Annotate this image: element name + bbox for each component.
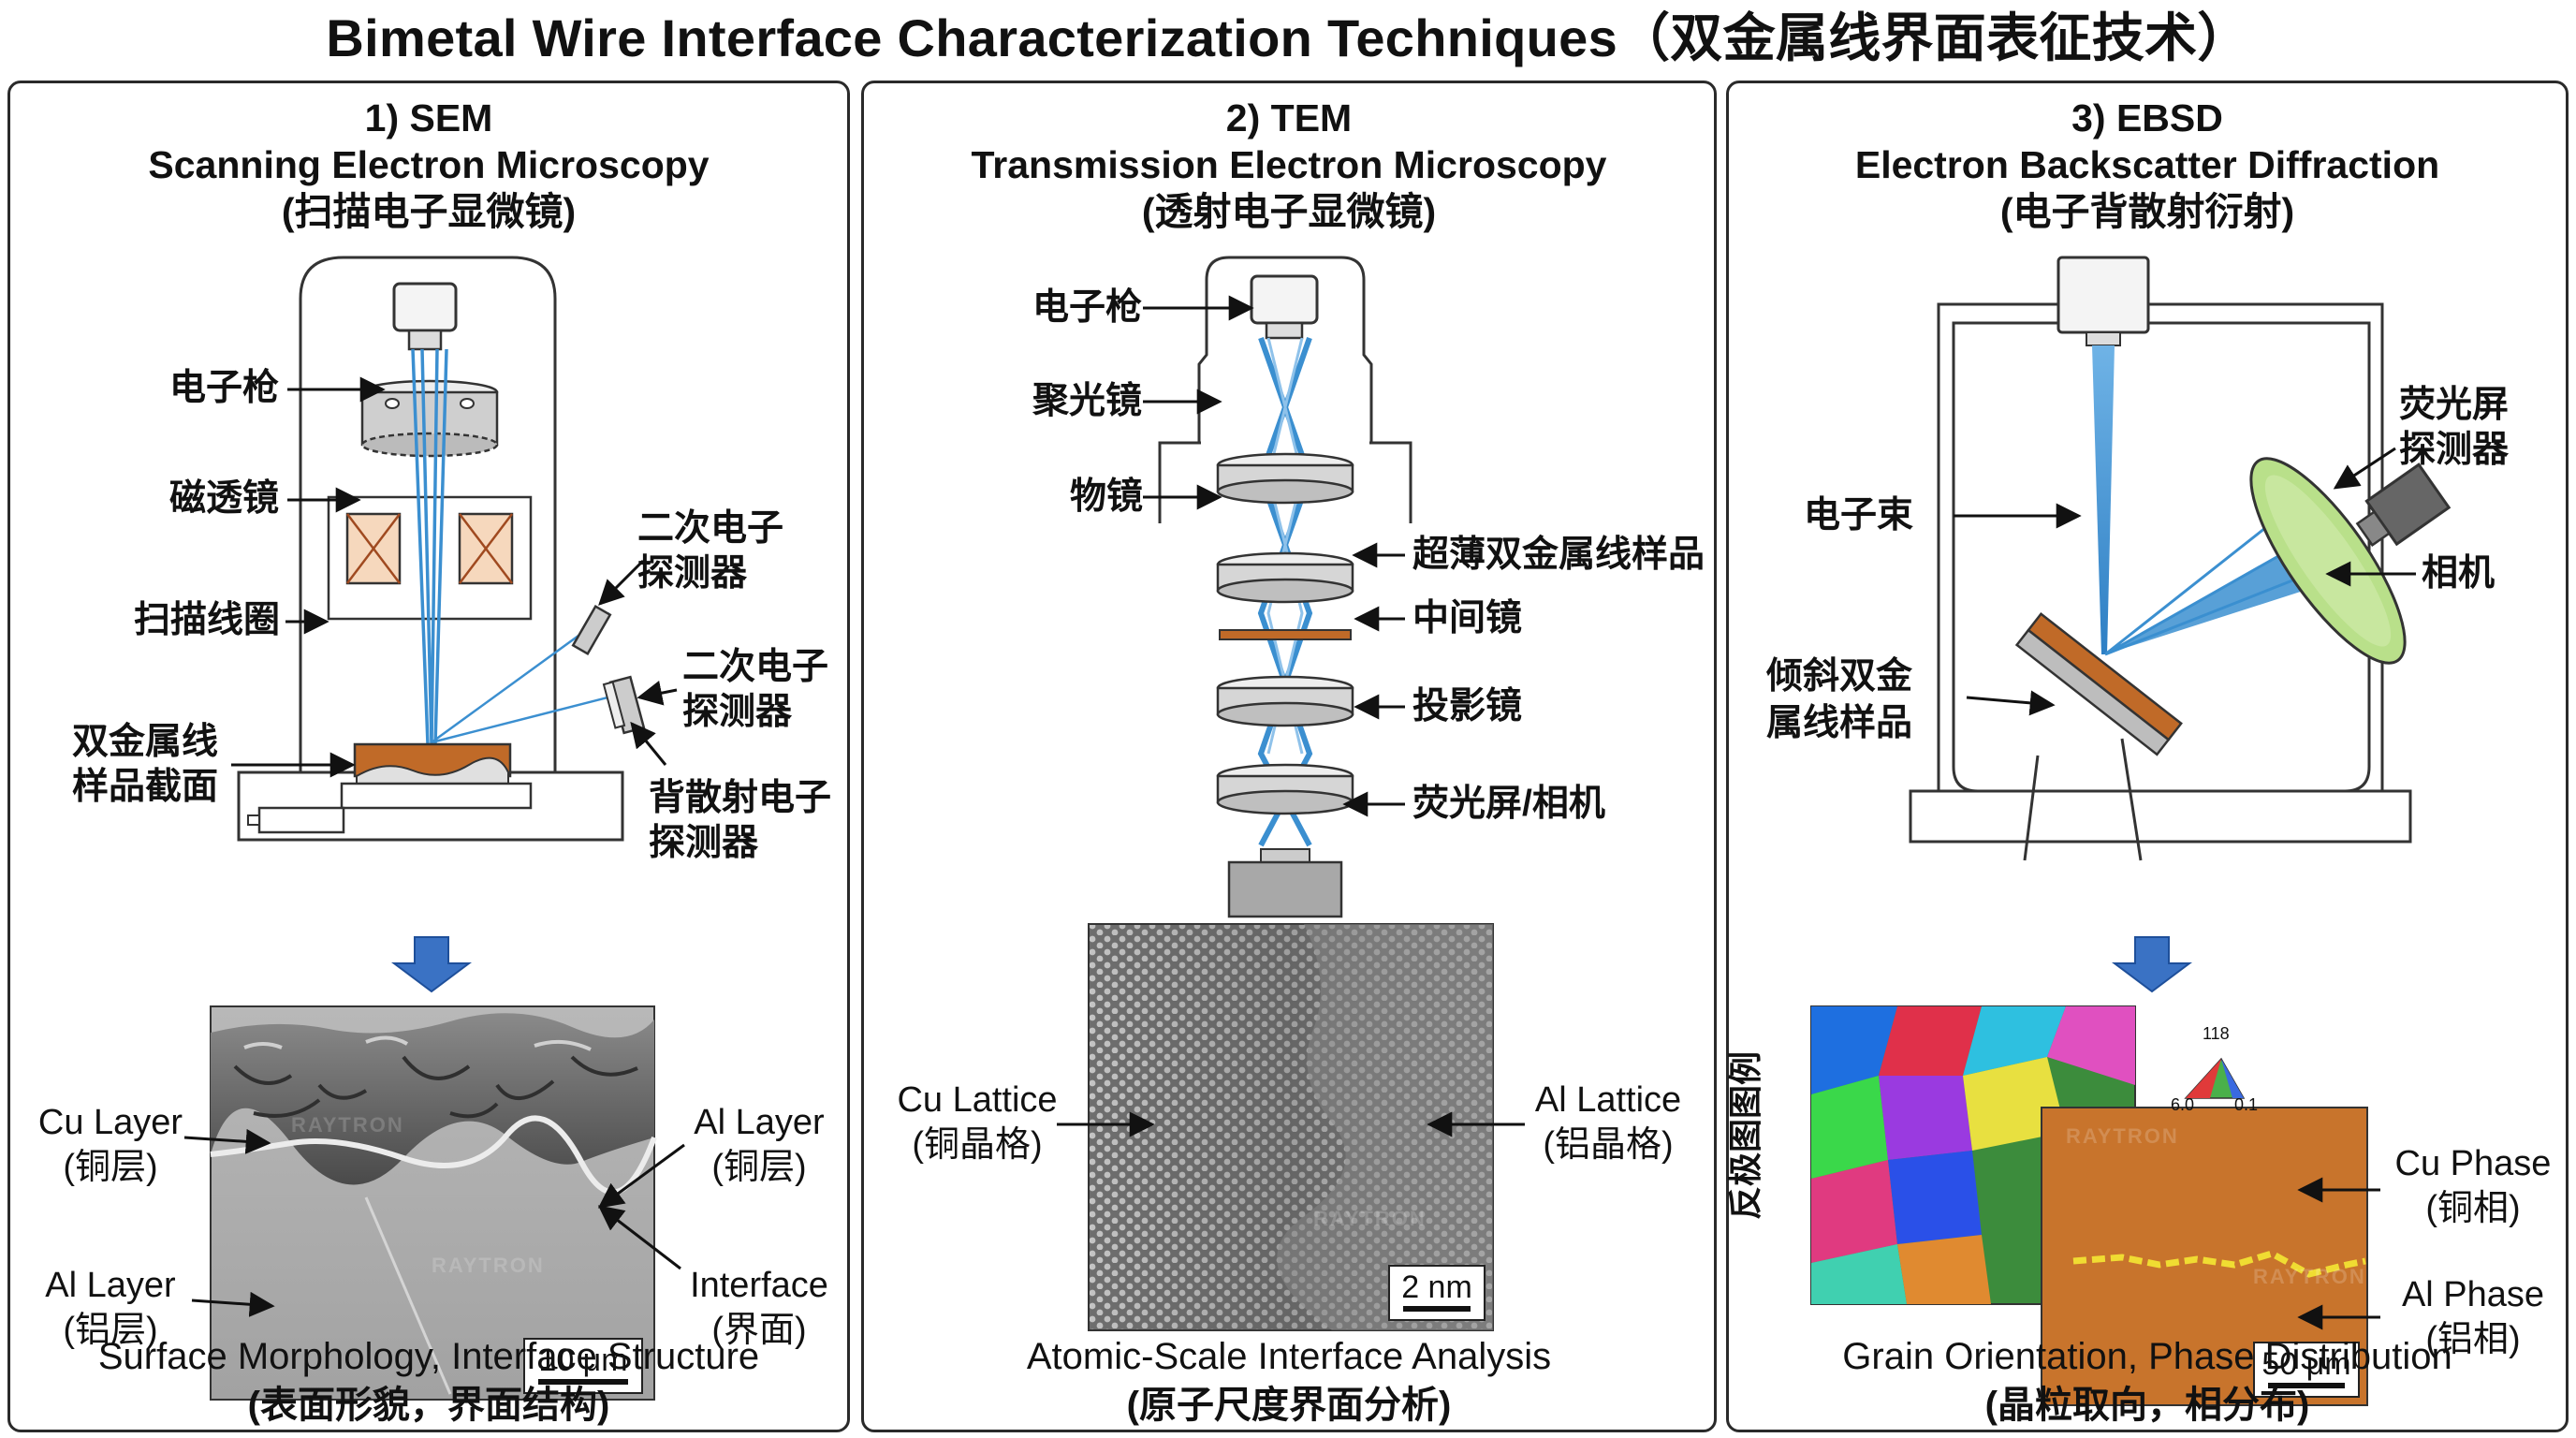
- sem-schematic: [183, 256, 685, 1401]
- legend-top-value: 118: [2203, 1024, 2230, 1043]
- label-screen-camera: 荧光屏/相机: [1412, 784, 1605, 824]
- label-screen-1: 荧光屏: [2399, 385, 2510, 425]
- sem-scale-bar: 10 μm: [523, 1338, 643, 1394]
- label-magnetic-lens: 磁透镜: [169, 478, 280, 519]
- sem-al-layer-top-cn: (铜层): [711, 1148, 807, 1187]
- label-bse-detector-1: 背散射电子: [649, 778, 832, 818]
- label-projector-lens: 投影镜: [1412, 686, 1523, 726]
- label-tilted-sample-2: 属线样品: [1766, 703, 1913, 743]
- sem-al-layer: Al Layer: [45, 1266, 176, 1305]
- tem-al-lattice-cn: (铝晶格): [1543, 1125, 1674, 1165]
- ebsd-name: Electron Backscatter Diffraction: [1854, 143, 2440, 186]
- sem-name-cn: (扫描电子显微镜): [281, 190, 577, 233]
- sem-caption: Surface Morphology, Interface Structure: [97, 1336, 760, 1377]
- label-screen-2: 探测器: [2399, 430, 2510, 470]
- watermark: RAYTRON: [2253, 1265, 2366, 1288]
- sem-number: 1) SEM: [364, 96, 493, 139]
- legend-right-value: 0.1: [2234, 1095, 2259, 1114]
- label-objective-lens: 物镜: [1070, 477, 1144, 517]
- ebsd-panel: 3) EBSD Electron Backscatter Diffraction…: [1726, 81, 2569, 1432]
- label-thin-sample: 超薄双金属线样品: [1412, 535, 1705, 575]
- ebsd-schematic: [1810, 256, 2452, 1406]
- watermark: RAYTRON: [1313, 1207, 1427, 1230]
- label-intermediate-lens: 中间镜: [1412, 598, 1523, 638]
- tem-caption-cn: (原子尺度界面分析): [1126, 1385, 1452, 1426]
- tem-caption: Atomic-Scale Interface Analysis: [1026, 1336, 1552, 1377]
- tem-name: Transmission Electron Microscopy: [971, 143, 1607, 186]
- label-electron-gun: 电子枪: [169, 368, 280, 408]
- label-sample-1: 双金属线: [72, 722, 219, 762]
- label-camera: 相机: [2422, 553, 2496, 594]
- sem-interface: Interface: [690, 1266, 828, 1305]
- ebsd-caption-cn: (晶粒取向，相分布): [1984, 1385, 2310, 1426]
- ebsd-cu-phase: Cu Phase: [2394, 1144, 2552, 1183]
- ebsd-scale-bar: 50 μm: [2253, 1342, 2360, 1398]
- main-title: Bimetal Wire Interface Characterization …: [326, 8, 2250, 67]
- ebsd-al-phase: Al Phase: [2401, 1275, 2545, 1314]
- tem-panel: 2) TEM Transmission Electron Microscopy …: [861, 81, 1717, 1432]
- sem-panel: 1) SEM Scanning Electron Microscopy (扫描电…: [7, 81, 850, 1432]
- sem-cu-layer: Cu Layer: [37, 1103, 183, 1142]
- sem-interface-cn: (界面): [711, 1311, 807, 1350]
- label-se-detector-2a: 二次电子: [682, 647, 829, 687]
- ebsd-name-cn: (电子背散射衍射): [1999, 190, 2295, 233]
- label-tem-gun: 电子枪: [1032, 287, 1143, 328]
- tem-scale-bar: 2 nm: [1388, 1265, 1486, 1321]
- label-condenser-lens: 聚光镜: [1032, 381, 1143, 421]
- ebsd-al-phase-cn: (铝相): [2425, 1320, 2521, 1359]
- watermark: RAYTRON: [291, 1113, 404, 1137]
- tem-name-cn: (透射电子显微镜): [1141, 190, 1437, 233]
- tem-cu-lattice: Cu Lattice: [897, 1080, 1058, 1120]
- sem-al-layer-cn: (铝层): [63, 1311, 158, 1350]
- label-se-detector-2b: 探测器: [682, 692, 793, 732]
- sem-al-layer-top: Al Layer: [694, 1103, 825, 1142]
- ebsd-caption: Grain Orientation, Phase Distribution: [1842, 1336, 2452, 1377]
- pole-figure-legend-label: 反极图图例: [1726, 1050, 1764, 1220]
- label-scan-coil: 扫描线圈: [134, 600, 281, 640]
- watermark: RAYTRON: [432, 1254, 545, 1277]
- tem-cu-lattice-cn: (铜晶格): [912, 1125, 1043, 1165]
- tem-number: 2) TEM: [1225, 96, 1353, 139]
- sem-caption-cn: (表面形貌，界面结构): [247, 1385, 610, 1426]
- legend-left-value: 6.0: [2171, 1095, 2195, 1114]
- watermark: RAYTRON: [2066, 1124, 2179, 1148]
- label-se-detector-1a: 二次电子: [637, 508, 784, 549]
- tem-al-lattice: Al Lattice: [1534, 1080, 1682, 1120]
- label-sample-2: 样品截面: [72, 767, 219, 807]
- ebsd-cu-phase-cn: (铜相): [2425, 1189, 2521, 1228]
- label-bse-detector-2: 探测器: [649, 823, 759, 863]
- tem-schematic: [1057, 256, 1525, 1331]
- label-tilted-sample-1: 倾斜双金: [1766, 656, 1913, 697]
- ebsd-number: 3) EBSD: [2071, 96, 2223, 139]
- sem-cu-layer-cn: (铜层): [63, 1148, 158, 1187]
- label-se-detector-1b: 探测器: [637, 553, 748, 594]
- label-electron-beam: 电子束: [1804, 495, 1914, 536]
- sem-name: Scanning Electron Microscopy: [148, 143, 710, 186]
